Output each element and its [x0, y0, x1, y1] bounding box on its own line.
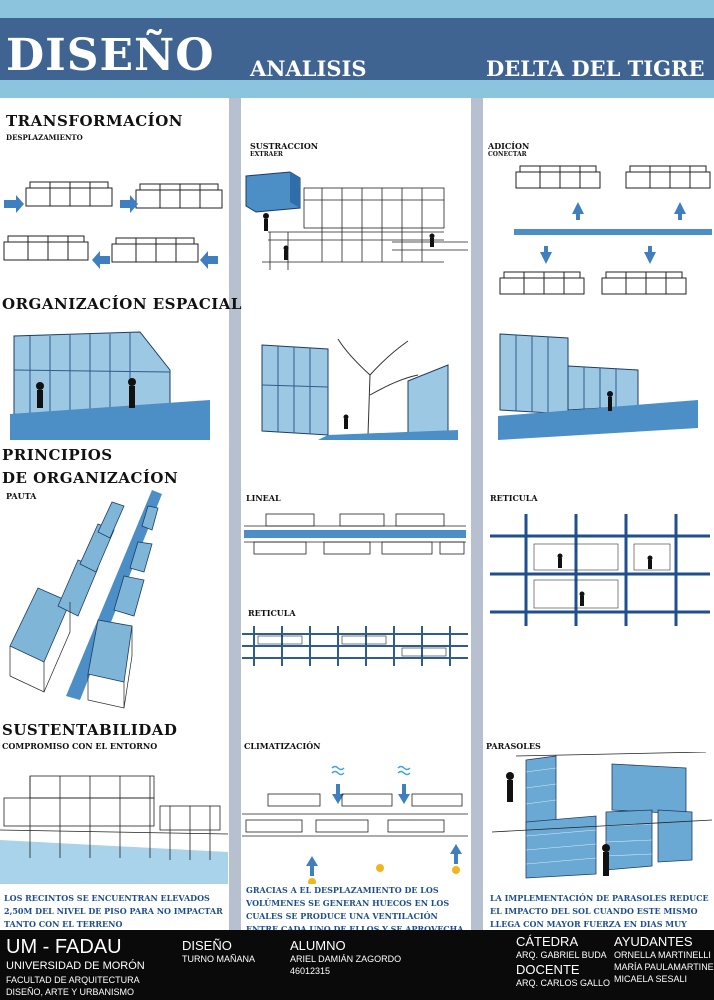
section-title-adicion: ADICÍON [488, 141, 530, 151]
sunshades-sketch [491, 752, 712, 879]
section-title-principios: PRINCIPIOS [2, 446, 113, 464]
faculty-line-1: FACULTAD DE ARQUITECTURA [6, 975, 140, 985]
section-title-reticula-mid: RETICULA [248, 608, 296, 618]
page-title: DISEÑO [6, 30, 215, 81]
assistant-2: MARÍA PAULAMARTINEZ [614, 962, 714, 972]
university-name: UNIVERSIDAD DE MORÓN [6, 960, 145, 972]
school-name: UM - FADAU [6, 936, 122, 958]
column-divider-right [471, 98, 483, 930]
section-title-climatizacion: CLIMATIZACIÓN [244, 741, 321, 751]
sustainability-sketch [0, 775, 228, 884]
top-accent-bar [0, 0, 714, 18]
section-title-lineal: LINEAL [246, 493, 281, 503]
grid-diagram-right [490, 514, 710, 626]
section-sub-compromiso: COMPROMISO CON EL ENTORNO [2, 741, 158, 751]
page-subtitle: ANALISIS [250, 56, 367, 81]
column-divider-left [229, 98, 241, 930]
course-turn: TURNO MAÑANA [182, 954, 256, 964]
student-label: ALUMNO [290, 938, 346, 953]
chair-label: CÁTEDRA [516, 934, 579, 949]
footer-credits: UM - FADAU UNIVERSIDAD DE MORÓN FACULTAD… [0, 930, 714, 1000]
grid-diagram-mid [242, 626, 468, 666]
section-title-parasoles: PARASOLES [486, 741, 541, 751]
organization-sketch-3 [498, 333, 698, 440]
chair-name: ARQ. GABRIEL BUDA [516, 950, 607, 960]
assistant-1: ORNELLA MARTINELLI [614, 950, 711, 960]
section-sub-conectar: CONECTAR [488, 151, 527, 158]
site-title: DELTA DEL TIGRE [486, 56, 705, 81]
organization-sketch-1 [10, 331, 210, 440]
section-title-sustraccion: SUSTRACCION [250, 141, 319, 151]
header-banner: DISEÑO ANALISIS DELTA DEL TIGRE [0, 18, 714, 81]
assistants-label: AYUDANTES [614, 934, 693, 949]
teacher-label: DOCENTE [516, 962, 580, 977]
section-sub-pauta: PAUTA [6, 491, 37, 501]
section-title-transformacion: TRANSFORMACÍON [6, 112, 183, 130]
caption-sustentabilidad: LOS RECINTOS SE ENCUENTRAN ELEVADOS 2,50… [4, 893, 223, 929]
section-title-organizacion: ORGANIZACÍON ESPACIAL [2, 295, 242, 313]
climatization-diagram [242, 765, 468, 884]
student-name: ARIEL DAMIÁN ZAGORDO [290, 954, 402, 964]
subtraction-sketch [245, 171, 468, 270]
section-sub-desplazamiento: DESPLAZAMIENTO [6, 133, 83, 142]
displacement-diagram [3, 181, 223, 269]
sub-accent-bar [0, 80, 714, 98]
section-title-sustentabilidad: SUSTENTABILIDAD [2, 721, 178, 739]
organization-sketch-2 [261, 338, 458, 440]
faculty-line-2: DISEÑO, ARTE Y URBANISMO [6, 987, 135, 997]
pattern-axonometric [9, 490, 162, 709]
linear-diagram [244, 513, 466, 555]
section-title-organizacion-2: DE ORGANIZACÍON [2, 469, 179, 487]
teacher-name: ARQ. CARLOS GALLO [516, 978, 611, 988]
addition-diagram [499, 165, 712, 295]
assistant-3: MICAELA SESALI [614, 974, 688, 984]
course-label: DISEÑO [182, 938, 232, 953]
section-sub-extraer: EXTRAER [250, 151, 283, 158]
student-id: 46012315 [290, 966, 331, 976]
section-title-reticula-right: RETICULA [490, 493, 538, 503]
